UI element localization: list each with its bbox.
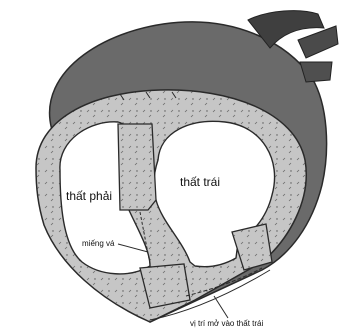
- label-left-ventricle: thất trái: [180, 175, 220, 189]
- label-right-ventricle: thất phải: [66, 189, 112, 203]
- label-patch: miếng vá: [82, 239, 115, 248]
- label-incision-site: vị trí mở vào thất trái: [190, 319, 263, 328]
- incision-leader-line: [214, 296, 228, 318]
- interventricular-septum: [118, 124, 156, 210]
